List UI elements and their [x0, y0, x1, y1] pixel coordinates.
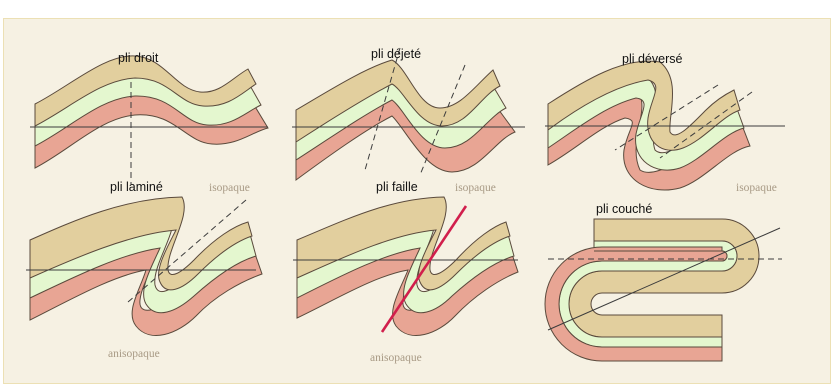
fold-pli-faille — [293, 197, 518, 335]
fold-pli-couche — [545, 219, 782, 361]
fold-pli-dejete — [292, 48, 525, 180]
label-anisopaque: anisopaque — [108, 348, 160, 360]
label-pli-faille: pli faille — [376, 180, 418, 194]
label-isopaque: isopaque — [736, 182, 777, 194]
label-pli-deverse: pli déversé — [622, 52, 682, 66]
fold-pli-lamine — [26, 197, 262, 335]
fold-pli-droit — [30, 56, 268, 184]
layer-top — [569, 219, 759, 337]
fold-pli-deverse — [545, 61, 785, 190]
label-pli-lamine: pli laminé — [110, 180, 163, 194]
label-anisopaque: anisopaque — [370, 352, 422, 364]
label-pli-couche: pli couché — [596, 202, 652, 216]
label-pli-dejete: pli déjeté — [371, 47, 421, 61]
label-pli-droit: pli droit — [118, 51, 159, 65]
label-isopaque: isopaque — [455, 182, 496, 194]
label-isopaque: isopaque — [209, 182, 250, 194]
